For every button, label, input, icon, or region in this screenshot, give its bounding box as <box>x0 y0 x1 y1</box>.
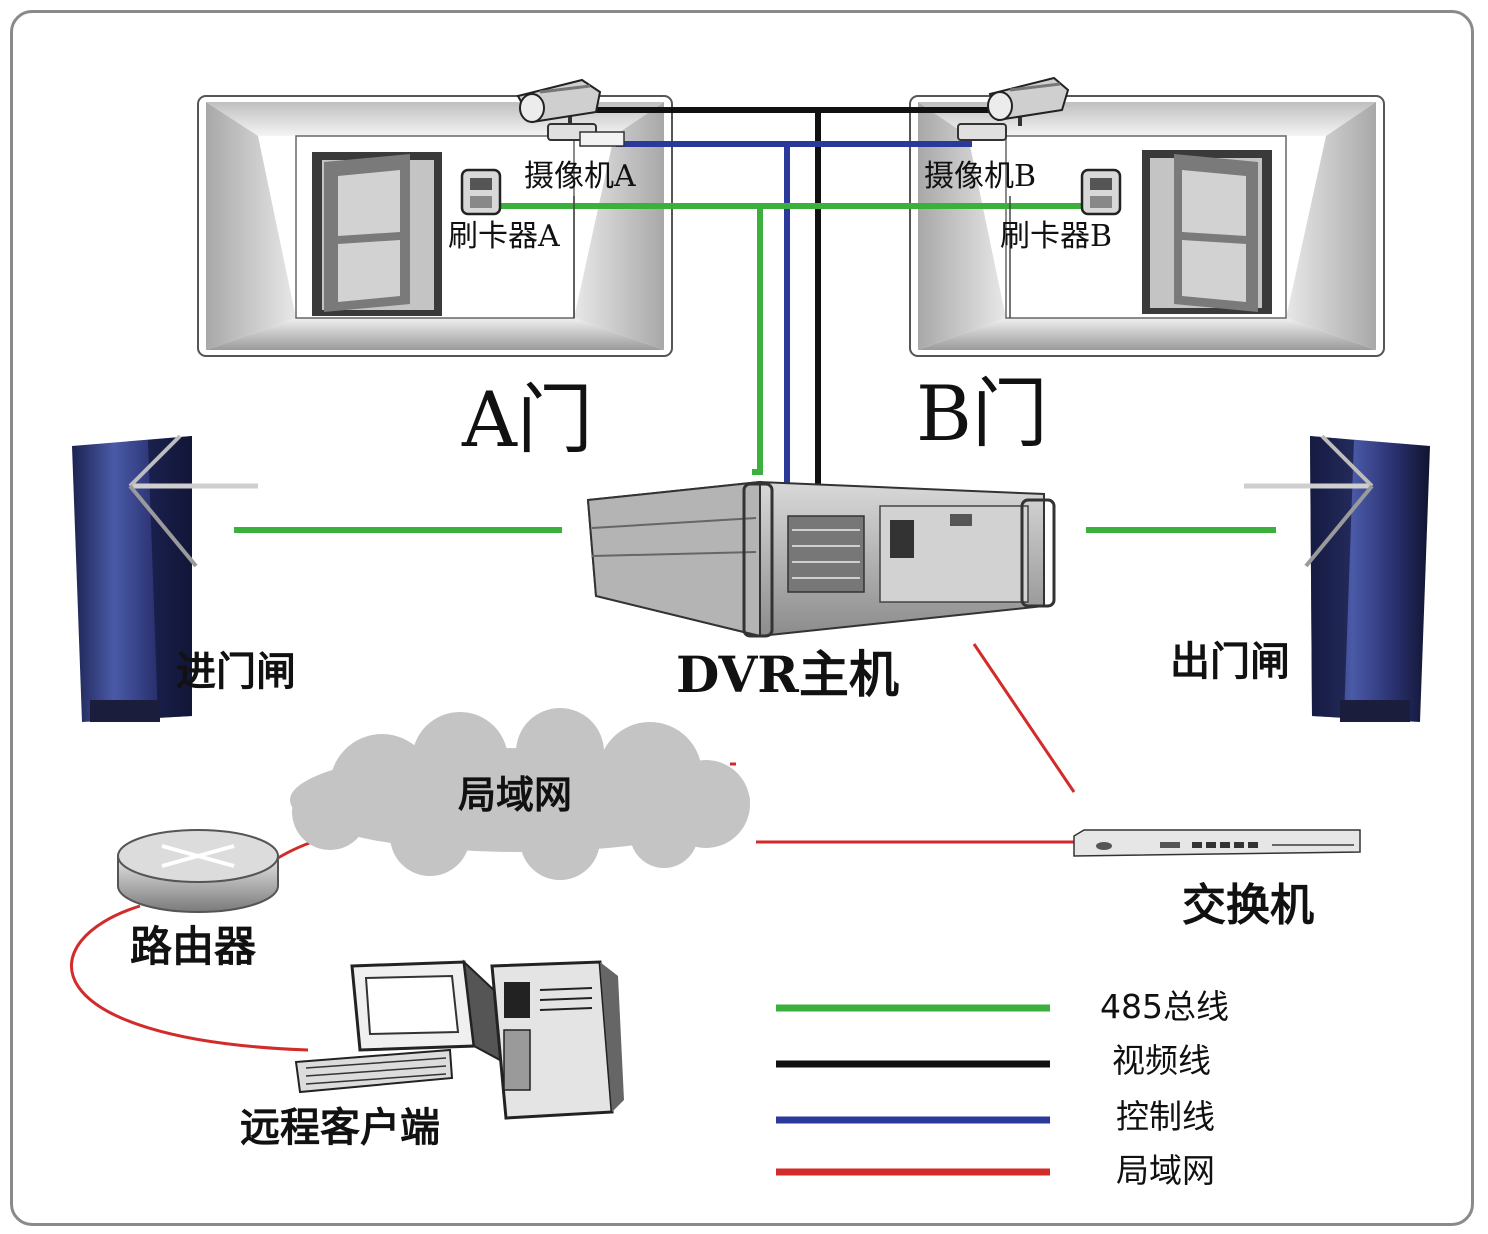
router-icon <box>117 829 279 913</box>
router-label: 路由器 <box>130 922 257 971</box>
camera-a-label: 摄像机A <box>524 159 636 194</box>
switch-icon <box>1073 829 1361 857</box>
card-reader-a-label: 刷卡器A <box>448 219 560 254</box>
lan-cloud-label: 局域网 <box>458 773 573 817</box>
camera-b-label: 摄像机B <box>924 159 1037 194</box>
card-reader-b-label: 刷卡器B <box>1000 219 1113 254</box>
door-a-title: A门 <box>462 375 593 464</box>
door-b-title: B门 <box>916 369 1048 458</box>
entry-gate-label: 进门闸 <box>176 649 296 695</box>
reader-connector-lines <box>573 196 1011 318</box>
camera-a-icon <box>516 78 625 147</box>
legend-swatches <box>776 1004 1050 1176</box>
rs485-bus <box>234 203 1276 533</box>
exit-turnstile-icon <box>1244 434 1430 722</box>
remote-client-label: 远程客户端 <box>240 1105 440 1151</box>
video-cable <box>596 107 1002 484</box>
legend-label-lan: 局域网 <box>1116 1151 1215 1190</box>
legend-label-video: 视频线 <box>1112 1041 1211 1080</box>
card-reader-b-icon <box>1080 168 1122 216</box>
lan-cable <box>69 643 1076 1052</box>
door-a-icon <box>312 152 442 316</box>
computer-icon <box>294 959 624 1120</box>
camera-b-icon <box>957 76 1070 141</box>
lan-cloud-icon <box>290 708 750 880</box>
exit-gate-label: 出门闸 <box>1170 639 1290 685</box>
control-cable <box>616 141 972 484</box>
dvr-host-label: DVR主机 <box>676 645 899 704</box>
switch-label: 交换机 <box>1182 880 1314 931</box>
dvr-host-icon <box>586 480 1056 638</box>
legend-label-rs485: 485总线 <box>1100 987 1229 1026</box>
entry-turnstile-icon <box>72 434 258 722</box>
door-b-icon <box>1142 150 1272 314</box>
legend-label-control: 控制线 <box>1116 1097 1215 1136</box>
card-reader-a-icon <box>460 168 502 216</box>
